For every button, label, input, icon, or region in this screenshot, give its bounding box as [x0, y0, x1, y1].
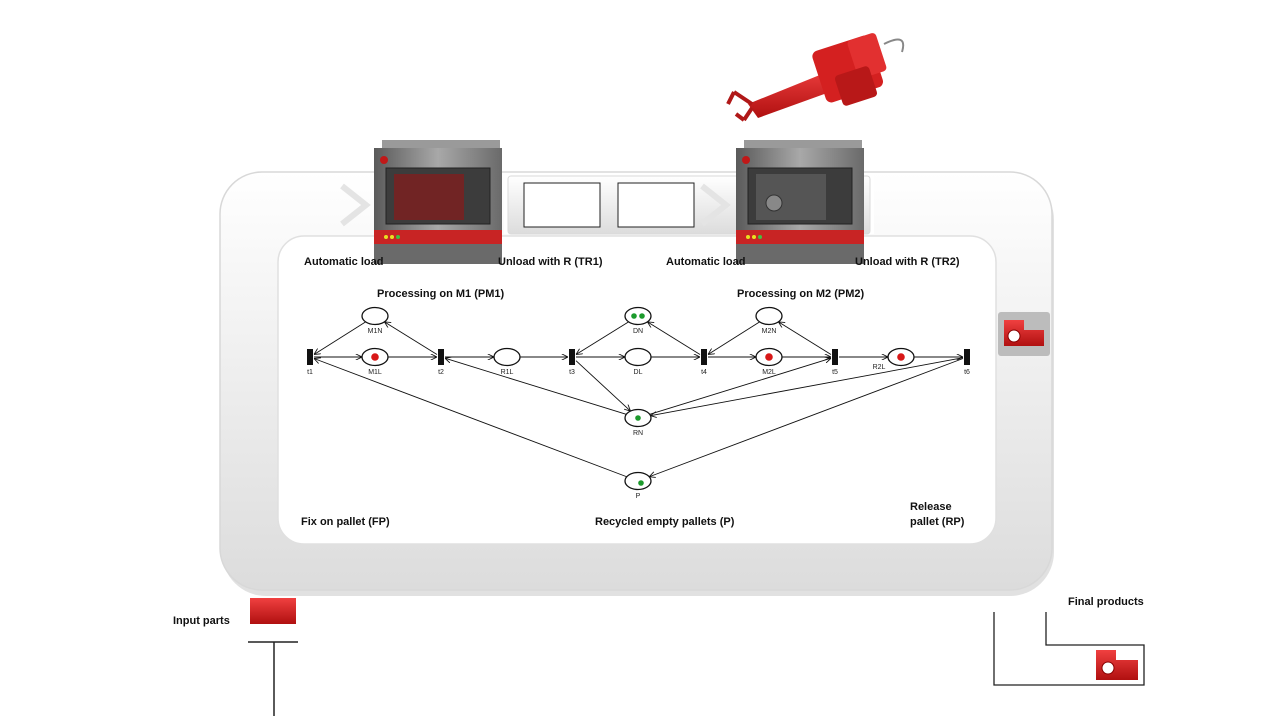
token-P-1 — [638, 480, 644, 486]
transition-t6 — [964, 349, 970, 365]
cnc-machine-icon — [374, 140, 502, 264]
token-DN-1 — [631, 313, 637, 319]
conveyor-belt — [219, 171, 1054, 596]
stage-labels: Automatic load Unload with R (TR1) Autom… — [173, 256, 1144, 627]
arc-t5-M2N — [778, 322, 832, 355]
transition-t1 — [307, 349, 313, 365]
arc-t3-RN — [575, 360, 630, 411]
place-label-RN: RN — [633, 430, 643, 437]
place-R1L — [493, 347, 521, 367]
place-label-P: P — [636, 493, 641, 500]
transition-t5 — [832, 349, 838, 365]
unload-tr2-label: Unload with R (TR2) — [855, 256, 960, 268]
pallet-part-icon — [998, 312, 1050, 356]
arc-t2-M1N — [384, 322, 438, 355]
arc-M2N-t4 — [708, 321, 760, 355]
processing-m2-label: Processing on M2 (PM2) — [737, 288, 864, 300]
fix-on-pallet-label: Fix on pallet (FP) — [301, 516, 390, 528]
place-label-M2L: M2L — [762, 369, 776, 376]
arc-RN-t2 — [445, 358, 627, 415]
token-R2L-1 — [897, 353, 905, 361]
place-label-DN: DN — [633, 328, 643, 335]
place-DN — [624, 306, 652, 326]
pallet-part-icon — [1096, 650, 1138, 680]
arc-P-t1 — [314, 359, 627, 478]
transition-label-t1: t1 — [307, 369, 313, 376]
place-label-DL: DL — [634, 369, 643, 376]
release-pallet-label-line1: Release — [910, 501, 952, 513]
arc-RN-t5 — [649, 358, 831, 415]
transition-label-t3: t3 — [569, 369, 575, 376]
automatic-load-1-label: Automatic load — [304, 256, 383, 268]
robot-arm-icon — [726, 33, 905, 122]
place-label-R2L: R2L — [873, 364, 886, 371]
final-products-bin — [993, 612, 1145, 686]
place-label-M1L: M1L — [368, 369, 382, 376]
automatic-load-2-label: Automatic load — [666, 256, 745, 268]
processing-m1-label: Processing on M1 (PM1) — [377, 288, 504, 300]
token-DN-2 — [639, 313, 645, 319]
recycled-pallets-label: Recycled empty pallets (P) — [595, 516, 735, 528]
release-pallet-label-line2: pallet (RP) — [910, 516, 965, 528]
arc-M1N-t1 — [314, 321, 366, 355]
place-label-R1L: R1L — [501, 369, 514, 376]
transition-t4 — [701, 349, 707, 365]
transition-t2 — [438, 349, 444, 365]
buffer-slots — [523, 182, 695, 228]
input-parts-station — [248, 598, 298, 716]
transition-label-t6: t6 — [964, 369, 970, 376]
final-products-label: Final products — [1068, 596, 1144, 608]
token-M2L-1 — [765, 353, 773, 361]
place-label-M1N: M1N — [368, 328, 383, 335]
place-P — [624, 471, 652, 491]
place-label-M2N: M2N — [762, 328, 777, 335]
unload-tr1-label: Unload with R (TR1) — [498, 256, 603, 268]
place-M2N — [755, 306, 783, 326]
arc-t4-DN — [647, 322, 701, 355]
place-DL — [624, 347, 652, 367]
transition-label-t2: t2 — [438, 369, 444, 376]
petri-net: M1N M1L R1L DN DL M2N M2L R2L RN Pt1 t2 t3 t4 t5 t6 — [307, 306, 970, 500]
arc-t6-RN — [651, 357, 964, 416]
token-RN-1 — [635, 415, 641, 421]
transition-t3 — [569, 349, 575, 365]
transition-label-t4: t4 — [701, 369, 707, 376]
token-M1L-1 — [371, 353, 379, 361]
transition-label-t5: t5 — [832, 369, 838, 376]
input-parts-label: Input parts — [173, 615, 230, 627]
cnc-machine-icon — [736, 140, 864, 264]
arc-t6-P — [649, 358, 964, 477]
arc-DN-t3 — [576, 321, 629, 355]
place-M1N — [361, 306, 389, 326]
